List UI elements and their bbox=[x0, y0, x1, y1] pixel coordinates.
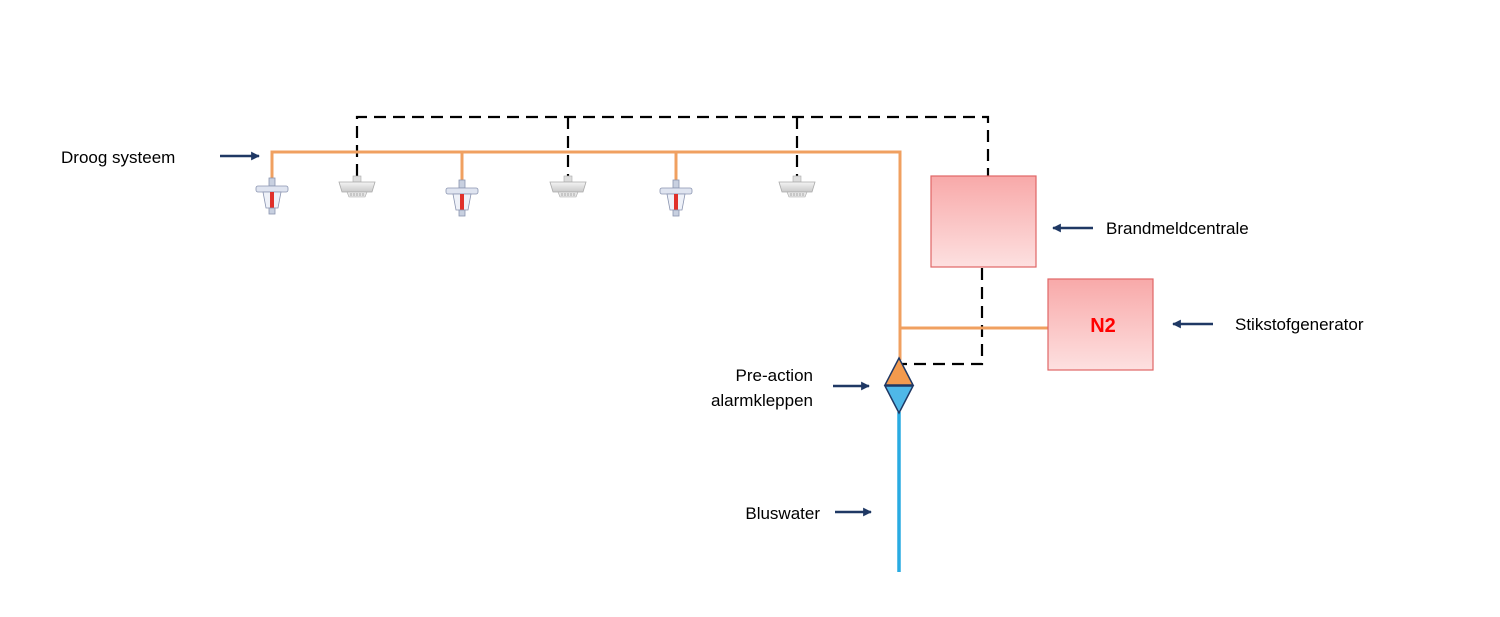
signal-lines bbox=[355, 115, 990, 366]
label-droog-systeem: Droog systeem bbox=[61, 148, 175, 167]
smoke-detector-icon bbox=[549, 175, 587, 198]
dry-main-pipe bbox=[270, 150, 902, 360]
smoke-detector-icon bbox=[778, 175, 816, 198]
smoke-detector-icon bbox=[338, 175, 376, 198]
sprinkler-head-icon bbox=[445, 179, 479, 217]
valve-signal-line bbox=[900, 268, 984, 366]
sprinkler-head-icon bbox=[255, 177, 289, 215]
n2-label: N2 bbox=[1090, 315, 1116, 337]
sprinkler-head-icon bbox=[659, 179, 693, 217]
label-stikstofgenerator: Stikstofgenerator bbox=[1235, 315, 1364, 334]
pre-action-valve-icon bbox=[883, 356, 915, 415]
arrows bbox=[220, 151, 1213, 517]
label-pre-action-line1: Pre-action bbox=[736, 366, 813, 385]
label-bluswater: Bluswater bbox=[745, 504, 820, 523]
label-pre-action-line2: alarmkleppen bbox=[711, 391, 813, 410]
stikstofgenerator-box bbox=[1047, 278, 1154, 371]
label-brandmeldcentrale: Brandmeldcentrale bbox=[1106, 219, 1249, 238]
brandmeldcentrale-box bbox=[930, 175, 1037, 268]
dry-piping bbox=[270, 150, 1048, 360]
detector-signal-bus bbox=[355, 115, 990, 176]
